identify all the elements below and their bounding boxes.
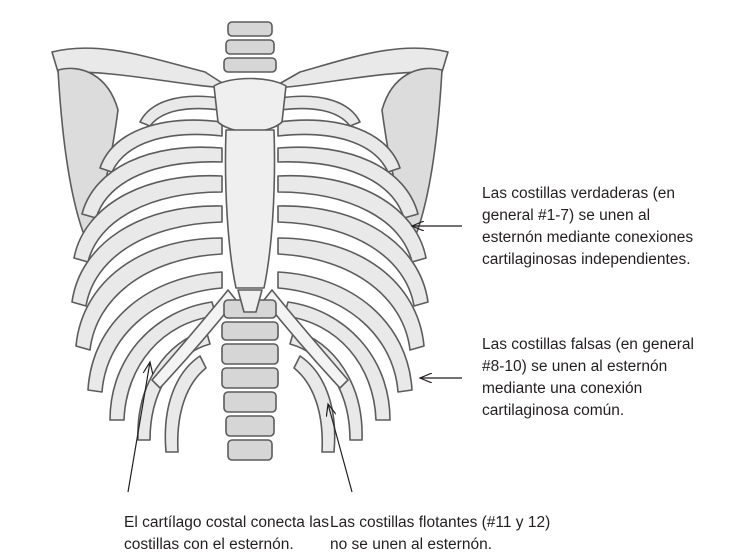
floating-ribs-label-line: no se unen al esternón. — [330, 534, 550, 556]
false-ribs-label-line: #8-10) se unen al esternón — [482, 356, 694, 378]
true-ribs-label-line: cartilaginosas independientes. — [482, 249, 693, 271]
true-ribs-label-line: esternón mediante conexiones — [482, 227, 693, 249]
false-ribs-label-line: Las costillas falsas (en general — [482, 334, 694, 356]
costal-cartilage-label: El cartílago costal conecta las costilla… — [124, 512, 329, 556]
floating-ribs-label: Las costillas flotantes (#11 y 12) no se… — [330, 512, 550, 556]
sternum-body — [225, 130, 274, 288]
true-ribs-label-line: Las costillas verdaderas (en — [482, 183, 693, 205]
false-ribs-label-line: cartilaginosa común. — [482, 400, 694, 422]
true-ribs-label: Las costillas verdaderas (en general #1-… — [482, 183, 693, 271]
rib-cage-drawing — [52, 22, 448, 460]
false-ribs-label-line: mediante una conexión — [482, 378, 694, 400]
true-ribs-label-line: general #1-7) se unen al — [482, 205, 693, 227]
costal-cartilage-label-line: costillas con el esternón. — [124, 534, 329, 556]
costal-cartilage-label-line: El cartílago costal conecta las — [124, 512, 329, 534]
false-ribs-label: Las costillas falsas (en general #8-10) … — [482, 334, 694, 422]
floating-ribs-label-line: Las costillas flotantes (#11 y 12) — [330, 512, 550, 534]
sternum — [214, 79, 286, 133]
